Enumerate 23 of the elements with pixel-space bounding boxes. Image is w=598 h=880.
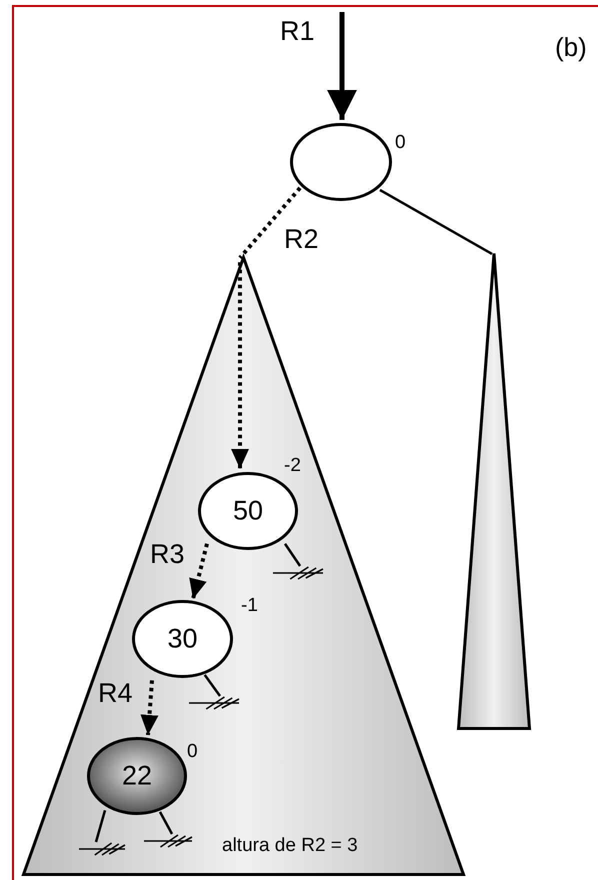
edge-label: R4 (98, 680, 133, 707)
edge-label: R1 (280, 18, 315, 45)
connector-line (284, 543, 302, 567)
node-key: 30 (167, 626, 198, 652)
edge-label: R2 (284, 226, 319, 253)
balance-factor: 0 (187, 742, 198, 761)
node-key: 22 (122, 762, 152, 790)
connector-line (94, 810, 106, 842)
balance-factor: -2 (284, 456, 301, 475)
arrow (231, 262, 249, 469)
height-note: altura de R2 = 3 (222, 836, 358, 855)
balance-factor: -1 (241, 596, 258, 615)
connector-line (238, 186, 302, 260)
edge-label: R3 (150, 541, 185, 568)
arrow (189, 543, 209, 600)
panel-label: (b) (555, 34, 587, 60)
connector-line (158, 811, 174, 835)
arrow (140, 680, 158, 736)
connector-line (379, 188, 493, 255)
connector-line (204, 674, 221, 697)
arrow (327, 12, 358, 120)
balance-factor: 0 (395, 133, 406, 152)
node-key: 50 (232, 498, 264, 524)
